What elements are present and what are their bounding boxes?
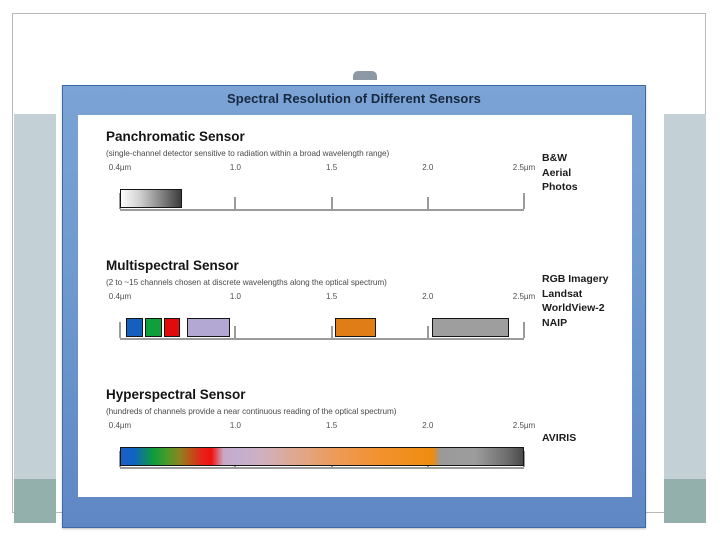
axis-line: [120, 209, 524, 211]
axis-tick: [426, 197, 429, 209]
axis-tick: [234, 197, 237, 209]
example-item: RGB Imagery: [542, 273, 609, 285]
sensor-title-multispectral: Multispectral Sensor: [106, 258, 239, 273]
axis-tick-label: 0.4µm: [108, 163, 132, 172]
axis-tick: [523, 451, 525, 467]
spectral-resolution-card: Spectral Resolution of Different Sensors…: [62, 85, 646, 528]
card-content-area: Panchromatic Sensor (single-channel dete…: [78, 115, 632, 497]
axis-hyperspectral: 0.4µm 1.0 1.5 2.0 2.5µm: [109, 421, 535, 475]
spectral-band: [335, 318, 376, 337]
axis-tick-label: 2.0: [422, 163, 434, 172]
sensor-description-panchromatic: (single-channel detector sensitive to ra…: [106, 149, 390, 158]
axis-multispectral: 0.4µm 1.0 1.5 2.0 2.5µm: [109, 292, 535, 346]
axis-tick-label: 0.4µm: [108, 421, 132, 430]
axis-tick-label: 2.0: [422, 421, 434, 430]
axis-tick-label: 2.5µm: [512, 421, 536, 430]
axis-tick-label: 1.5: [326, 163, 338, 172]
axis-tick-label: 0.4µm: [108, 292, 132, 301]
axis-tick-label: 1.0: [229, 163, 241, 172]
axis-tick: [426, 326, 429, 338]
axis-tick-label: 2.5µm: [512, 163, 536, 172]
axis-tick: [523, 193, 525, 209]
spectral-band: [145, 318, 163, 337]
example-item: B&W: [542, 152, 568, 164]
spectral-band: [120, 189, 182, 208]
axis-line: [120, 338, 524, 340]
decor-side-band-left: [14, 114, 56, 523]
example-list-panchromatic: B&W Aerial Photos: [542, 151, 578, 195]
decor-side-band-right: [664, 114, 706, 523]
axis-tick-label: 1.5: [326, 421, 338, 430]
decor-side-band-right-foot: [664, 479, 706, 523]
axis-tick: [330, 197, 333, 209]
spectral-band: [164, 318, 180, 337]
card-top-tab-icon: [353, 71, 377, 80]
axis-line: [120, 467, 524, 469]
example-list-multispectral: RGB Imagery Landsat WorldView-2 NAIP: [542, 272, 609, 330]
spectral-band: [120, 447, 524, 466]
axis-tick: [119, 322, 121, 338]
example-list-hyperspectral: AVIRIS: [542, 431, 576, 446]
sensor-description-multispectral: (2 to ~15 channels chosen at discrete wa…: [106, 278, 387, 287]
example-item: Photos: [542, 181, 578, 193]
sensor-description-hyperspectral: (hundreds of channels provide a near con…: [106, 407, 397, 416]
example-item: WorldView-2: [542, 302, 605, 314]
example-item: Aerial: [542, 166, 572, 179]
example-item: Landsat: [542, 287, 583, 300]
example-item: AVIRIS: [542, 432, 577, 444]
axis-tick: [234, 326, 237, 338]
sensor-title-panchromatic: Panchromatic Sensor: [106, 129, 245, 144]
axis-tick-label: 2.5µm: [512, 292, 536, 301]
axis-tick-label: 1.0: [229, 292, 241, 301]
axis-tick-label: 2.0: [422, 292, 434, 301]
axis-tick: [523, 322, 525, 338]
sensor-title-hyperspectral: Hyperspectral Sensor: [106, 387, 246, 402]
spectral-band: [187, 318, 230, 337]
axis-tick: [330, 326, 333, 338]
example-item: NAIP: [542, 316, 568, 329]
page-title: Spectral Resolution of Different Sensors: [227, 91, 481, 106]
axis-tick-label: 1.0: [229, 421, 241, 430]
spectral-band: [125, 318, 144, 337]
decor-side-band-left-foot: [14, 479, 56, 523]
spectral-band: [431, 318, 509, 337]
axis-tick-label: 1.5: [326, 292, 338, 301]
axis-panchromatic: 0.4µm 1.0 1.5 2.0 2.5µm: [109, 163, 535, 217]
